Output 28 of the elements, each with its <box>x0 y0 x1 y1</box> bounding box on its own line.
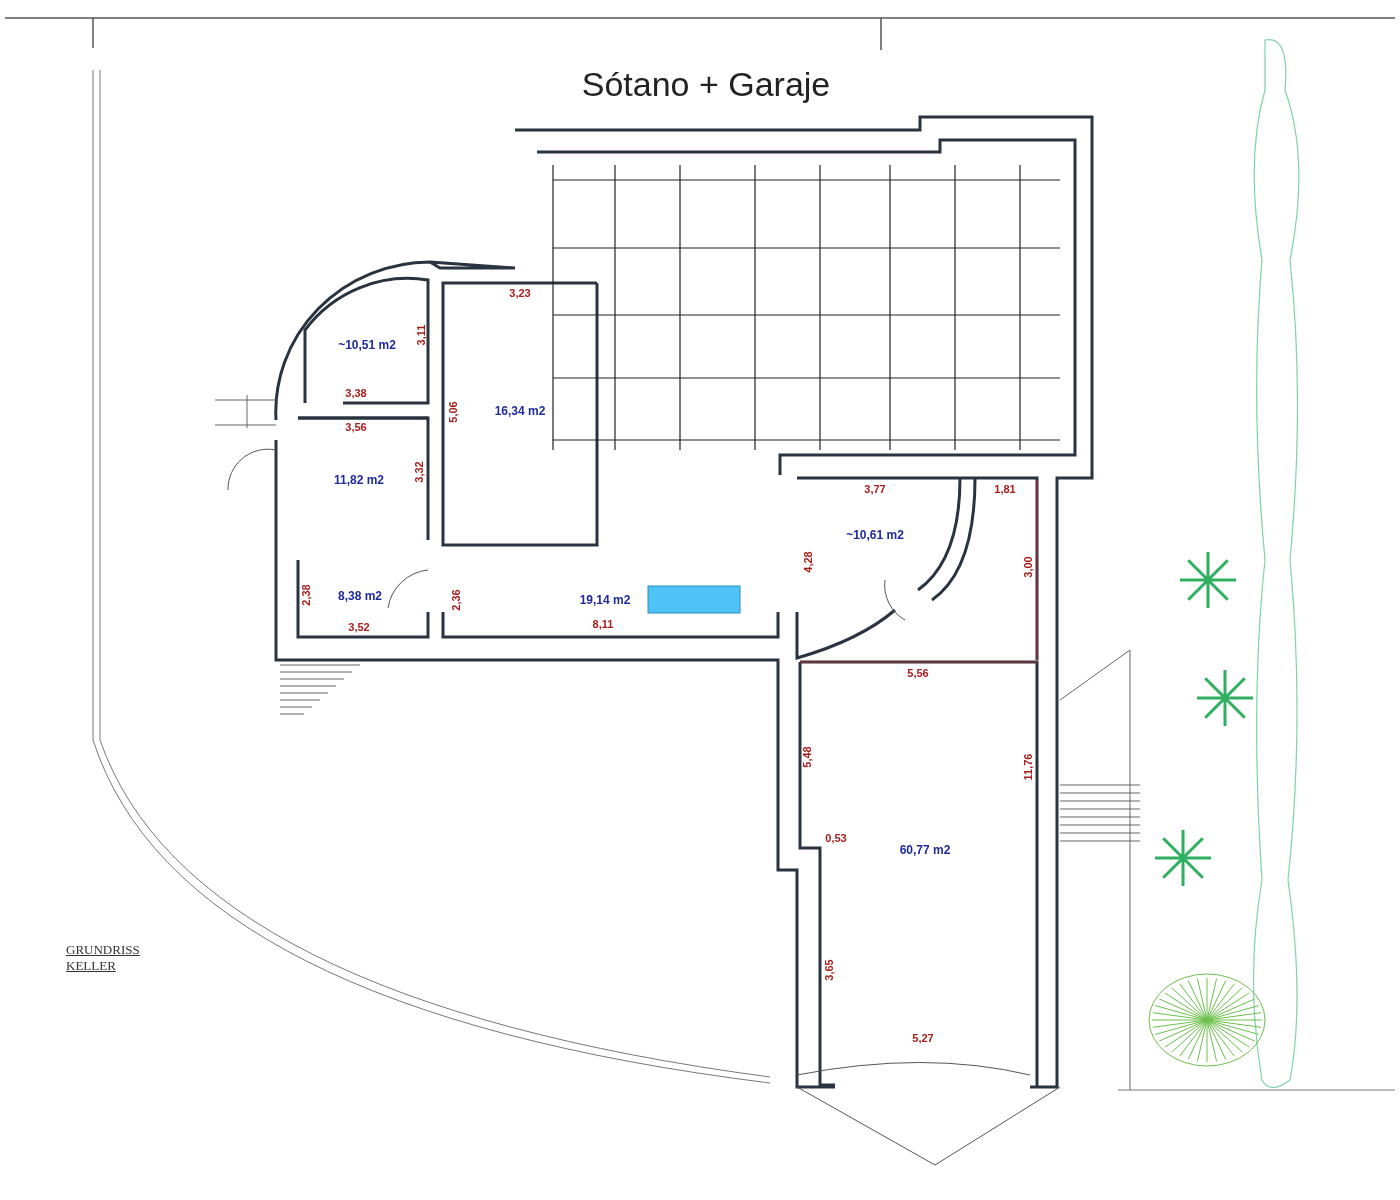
dimension-label: 2,36 <box>450 589 462 611</box>
dimension-label: 5,06 <box>447 401 459 423</box>
dimension-label: 3,52 <box>348 621 370 633</box>
dimension-label: 3,11 <box>415 324 427 346</box>
area-label: ~10,61 m2 <box>846 528 904 542</box>
area-label: ~10,51 m2 <box>338 338 396 352</box>
dimension-label: 3,65 <box>823 959 835 981</box>
dimension-label: 3,00 <box>1022 556 1034 578</box>
dimension-label: 11,76 <box>1022 753 1034 781</box>
dimension-label: 5,27 <box>912 1032 934 1044</box>
area-label: 60,77 m2 <box>899 843 951 857</box>
dimension-label: 3,23 <box>509 287 531 299</box>
area-label: 19,14 m2 <box>579 593 631 607</box>
dimension-label: 3,77 <box>864 483 886 495</box>
dimension-label: 3,56 <box>345 421 367 433</box>
area-label: 16,34 m2 <box>494 404 546 418</box>
area-label: 8,38 m2 <box>338 589 382 603</box>
dimension-label: 2,38 <box>300 584 312 606</box>
dimension-label: 5,48 <box>801 746 813 768</box>
dimension-label: 0,53 <box>825 832 847 844</box>
dimension-label: 5,56 <box>907 667 929 679</box>
dimension-label: 3,38 <box>345 387 367 399</box>
dimension-label: 1,81 <box>994 483 1016 495</box>
title: Sótano + Garaje <box>581 66 831 104</box>
dimension-label: 3,32 <box>413 461 425 483</box>
dimension-label: 8,11 <box>592 618 614 630</box>
dimension-label: 4,28 <box>802 551 814 573</box>
area-label: 11,82 m2 <box>334 473 384 487</box>
